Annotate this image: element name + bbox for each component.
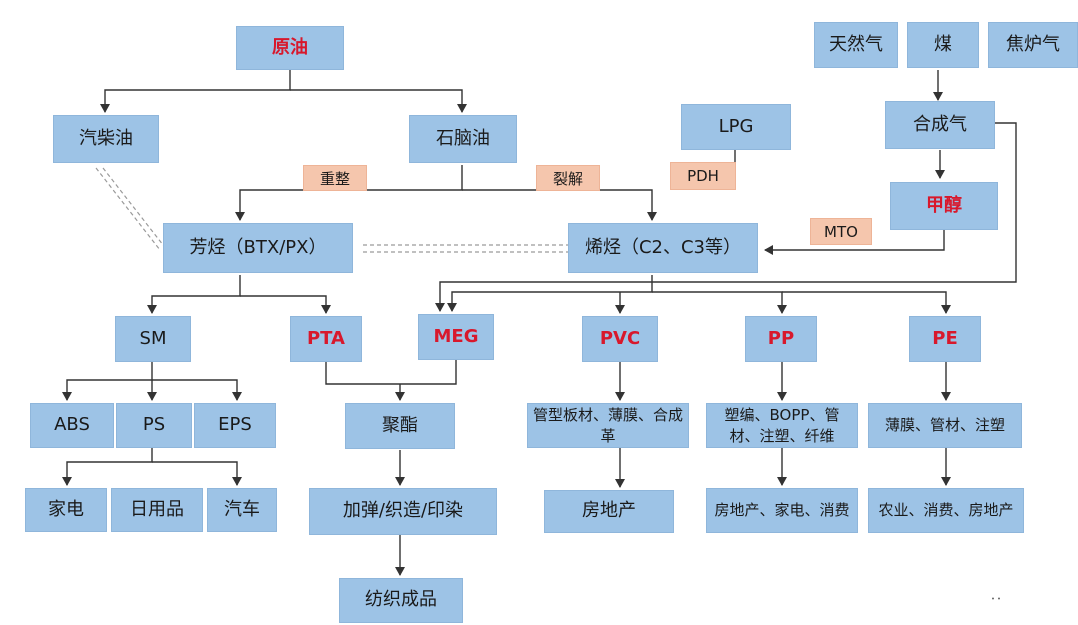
decorative-dots: ･･ [990,592,1003,606]
node-pe-end-use: 农业、消费、房地产 [868,488,1024,533]
node-real-estate: 房地产 [544,490,674,533]
node-abs: ABS [30,403,114,448]
node-olefins: 烯烃（C2、C3等） [568,223,758,273]
node-polyester: 聚酯 [345,403,455,449]
process-mto: MTO [810,218,872,245]
node-pvc-products: 管型板材、薄膜、合成革 [527,403,689,448]
node-pvc: PVC [582,316,658,362]
node-pp-products: 塑编、BOPP、管材、注塑、纤维 [706,403,858,448]
node-pta: PTA [290,316,362,362]
node-pp-end-use: 房地产、家电、消费 [706,488,858,533]
node-aromatics: 芳烃（BTX/PX） [163,223,353,273]
process-pdh: PDH [670,162,736,190]
node-diesel-gasoline: 汽柴油 [53,115,159,163]
node-methanol: 甲醇 [890,182,998,230]
node-crude-oil: 原油 [236,26,344,70]
process-cracking: 裂解 [536,165,600,191]
node-coke-oven-gas: 焦炉气 [988,22,1078,68]
node-naphtha: 石脑油 [409,115,517,163]
node-syngas: 合成气 [885,101,995,149]
node-appliances: 家电 [25,488,107,532]
node-pe: PE [909,316,981,362]
node-daily-goods: 日用品 [111,488,203,532]
node-texturing: 加弹/织造/印染 [309,488,497,535]
node-eps: EPS [194,403,276,448]
node-meg: MEG [418,314,494,360]
process-reforming: 重整 [303,165,367,191]
node-lpg: LPG [681,104,791,150]
node-natural-gas: 天然气 [814,22,898,68]
node-ps: PS [116,403,192,448]
node-automobile: 汽车 [207,488,277,532]
node-sm: SM [115,316,191,362]
node-coal: 煤 [907,22,979,68]
node-pp: PP [745,316,817,362]
node-pe-products: 薄膜、管材、注塑 [868,403,1022,448]
node-textiles: 纺织成品 [339,578,463,623]
